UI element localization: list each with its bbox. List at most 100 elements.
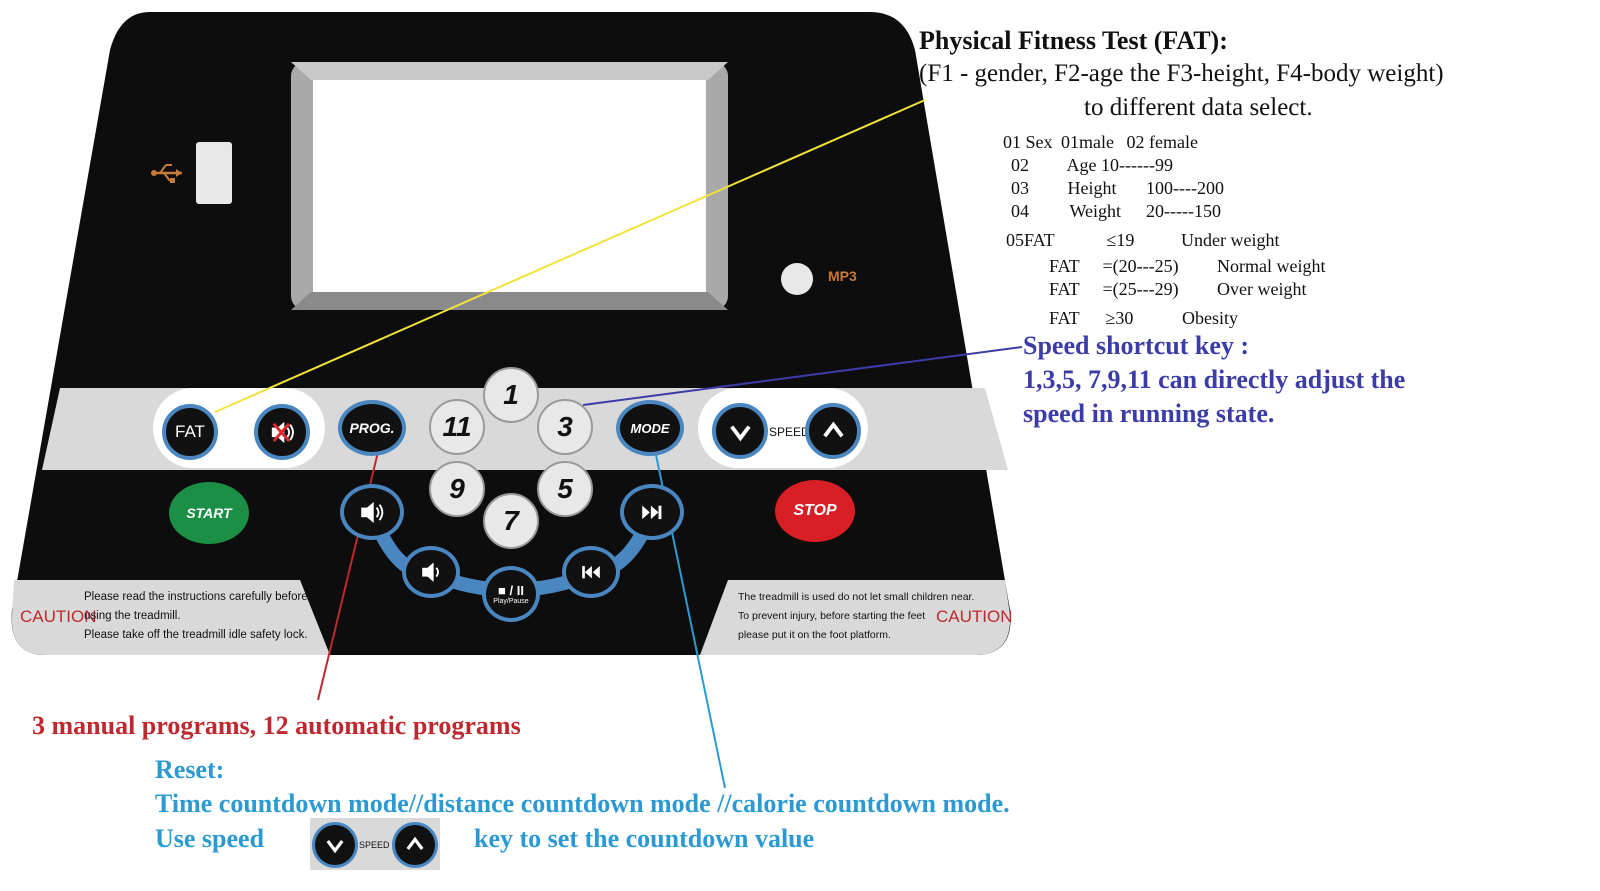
fat-range-cell: =(20---25) xyxy=(1102,256,1179,276)
fat-table-cell: 01 Sex xyxy=(1003,132,1053,152)
speed-key-9[interactable]: 9 xyxy=(429,461,485,517)
caution-right-line: To prevent injury, before starting the f… xyxy=(738,610,926,622)
fat-range-cell: FAT xyxy=(1049,279,1080,299)
caution-right-line: please put it on the foot platform. xyxy=(738,629,891,641)
chevron-down-icon xyxy=(729,425,751,441)
fat-range-cell: FAT xyxy=(1049,256,1080,276)
fat-range-cell: =(25---29) xyxy=(1102,279,1179,299)
play-pause-label: Play/Pause xyxy=(493,598,529,605)
speed-label: SPEED xyxy=(769,425,810,439)
stop-button-label: STOP xyxy=(793,502,837,519)
caution-strip-right xyxy=(700,580,1011,655)
fat-leader-line xyxy=(214,99,926,413)
fat-table-row: 01 Sex 01male 02 female xyxy=(1003,132,1198,153)
caution-strip xyxy=(11,580,330,655)
caution-left-word: CAUTION xyxy=(20,607,97,626)
prog-annotation: 3 manual programs, 12 automatic programs xyxy=(32,711,521,740)
caution-left-line: Please take off the treadmill idle safet… xyxy=(84,629,308,641)
fat-table-cell: 20-----150 xyxy=(1146,201,1221,221)
speed-key-5[interactable]: 5 xyxy=(537,461,593,517)
mp3-label: MP3 xyxy=(828,268,857,284)
next-track-icon xyxy=(642,505,662,519)
inset-speed-up xyxy=(392,822,438,868)
volume-down-button[interactable] xyxy=(402,546,460,598)
prog-button[interactable]: PROG. xyxy=(338,400,406,456)
chevron-up-icon xyxy=(822,421,844,437)
fat-button[interactable]: FAT xyxy=(162,404,218,460)
mode-button[interactable]: MODE xyxy=(616,400,684,456)
fat-table-cell: Weight xyxy=(1069,201,1122,221)
fat-table-row: 04 Weight 20-----150 xyxy=(1011,201,1221,222)
fat-range-row: FAT ≥30 Obesity xyxy=(1049,308,1238,329)
fat-range-row: FAT =(20---25) Normal weight xyxy=(1049,256,1325,277)
fat-table-cell: Height xyxy=(1067,178,1117,198)
speed-down-button[interactable] xyxy=(712,403,768,459)
speed-annotation-line2: speed in running state. xyxy=(1023,399,1275,428)
speed-key-label: 3 xyxy=(557,411,573,442)
volume-down-icon xyxy=(422,562,439,582)
speed-key-3[interactable]: 3 xyxy=(537,399,593,455)
next-track-button[interactable] xyxy=(620,484,684,540)
fat-annotation-line1: (F1 - gender, F2-age the F3-height, F4-b… xyxy=(919,60,1444,87)
fat-annotation-title: Physical Fitness Test (FAT): xyxy=(919,26,1228,55)
start-button[interactable]: START xyxy=(169,482,249,544)
volume-up-button[interactable] xyxy=(340,484,404,540)
speed-key-label: 5 xyxy=(557,473,573,504)
speed-annotation-title: Speed shortcut key : xyxy=(1023,331,1250,360)
fat-table-cell: 04 xyxy=(1011,201,1029,221)
volume-up-icon xyxy=(361,501,384,523)
fat-table-cell: 10------99 xyxy=(1101,155,1173,175)
play-pause-symbol: ■ / II xyxy=(498,583,524,598)
mode-button-label: MODE xyxy=(630,420,670,436)
mute-button[interactable] xyxy=(254,404,310,460)
caution-right-line: The treadmill is used do not let small c… xyxy=(738,591,975,603)
caution-right-text: The treadmill is used do not let small c… xyxy=(738,588,974,645)
speed-key-label: 1 xyxy=(503,379,519,410)
mode-annotation-suffix: key to set the countdown value xyxy=(474,824,815,853)
fat-table-cell: 02 xyxy=(1011,155,1029,175)
fat-table-cell: 01male xyxy=(1061,132,1114,152)
fat-range-cell: FAT xyxy=(1049,308,1080,328)
speed-key-inset: SPEED xyxy=(310,818,440,870)
mode-annotation-title: Reset: xyxy=(155,755,225,784)
speed-key-label: 11 xyxy=(442,411,472,442)
fat-table-cell: 03 xyxy=(1011,178,1029,198)
speed-up-button[interactable] xyxy=(805,403,861,459)
caution-left-line: using the treadmill. xyxy=(84,610,181,622)
speed-annotation-line1: 1,3,5, 7,9,11 can directly adjust the xyxy=(1023,365,1406,394)
fat-range-cell: 05FAT xyxy=(1006,230,1055,250)
chevron-down-icon xyxy=(326,840,344,854)
inset-speed-label: SPEED xyxy=(359,840,390,850)
start-button-label: START xyxy=(186,505,232,521)
fat-table-cell: 02 female xyxy=(1126,132,1198,152)
speed-key-label: 7 xyxy=(503,505,519,536)
usb-icon xyxy=(151,164,182,183)
speed-key-11[interactable]: 11 xyxy=(429,399,485,455)
mute-speaker-icon xyxy=(271,421,294,443)
speed-key-label: 9 xyxy=(449,473,465,504)
fat-table-row: 03 Height 100----200 xyxy=(1011,178,1224,199)
stop-button[interactable]: STOP xyxy=(775,480,855,542)
speed-key-7[interactable]: 7 xyxy=(483,493,539,549)
fat-table-cell: Age xyxy=(1066,155,1097,175)
caution-right-word: CAUTION xyxy=(936,607,1013,626)
mode-annotation-line1: Time countdown mode//distance countdown … xyxy=(155,789,1010,818)
mode-annotation-prefix: Use speed xyxy=(155,824,265,853)
fat-range-cell: Over weight xyxy=(1217,279,1307,299)
previous-track-button[interactable] xyxy=(562,546,620,598)
fat-range-cell: Normal weight xyxy=(1217,256,1326,276)
caution-left-line: Please read the instructions carefully b… xyxy=(84,591,308,603)
prog-button-label: PROG. xyxy=(349,420,395,436)
speed-leader-line xyxy=(582,346,1023,406)
fat-range-row: FAT =(25---29) Over weight xyxy=(1049,279,1306,300)
inset-speed-down xyxy=(312,822,358,868)
speed-key-1[interactable]: 1 xyxy=(483,367,539,423)
fat-button-label: FAT xyxy=(175,422,205,441)
usb-port xyxy=(196,142,232,204)
play-pause-button[interactable]: ■ / II Play/Pause xyxy=(482,566,540,622)
fat-table-cell: 100----200 xyxy=(1146,178,1224,198)
chevron-up-icon xyxy=(406,836,424,850)
fat-range-cell: Obesity xyxy=(1182,308,1238,328)
caution-left-text: Please read the instructions carefully b… xyxy=(84,588,308,645)
